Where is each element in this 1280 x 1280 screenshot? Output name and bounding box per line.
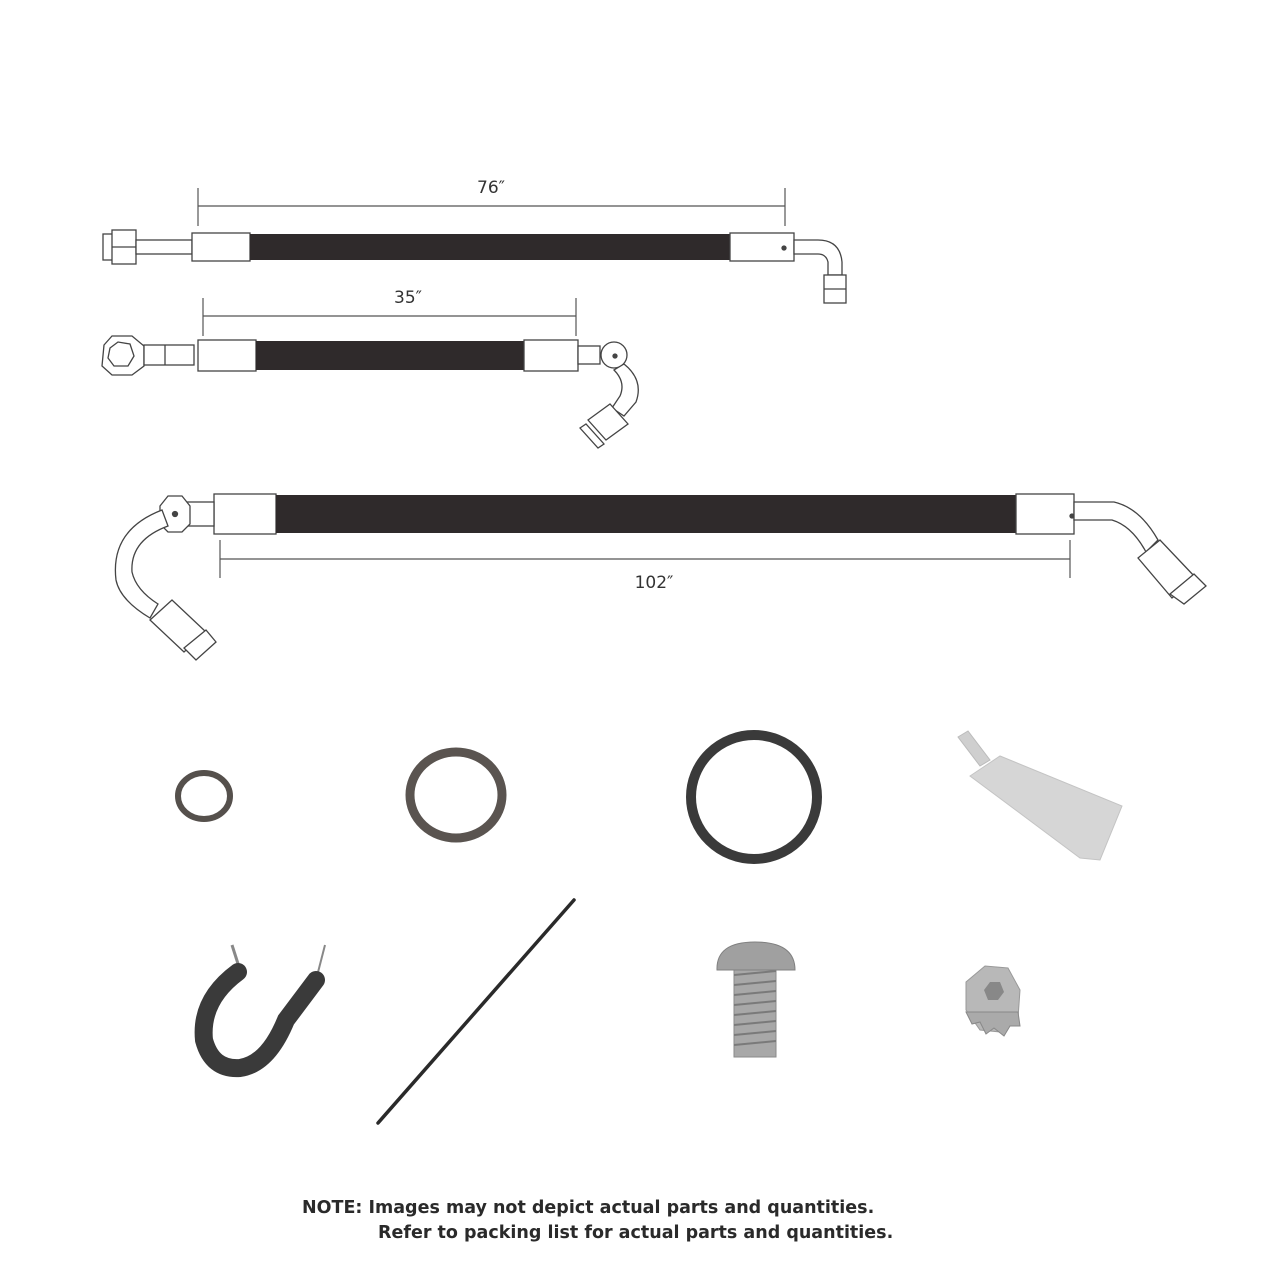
- note-line-1: NOTE: Images may not depict actual parts…: [302, 1198, 875, 1218]
- hose-102-assembly: 102″: [114, 493, 1207, 661]
- elbow-fitting-right: [523, 339, 639, 449]
- elbow-fitting-left: [114, 493, 277, 661]
- dimension-35: [202, 298, 577, 336]
- cable-tie-icon: [376, 898, 576, 1125]
- straight-fitting-left: [102, 229, 251, 265]
- dimension-label-35: 35″: [394, 288, 422, 308]
- dimension-label-102: 102″: [635, 573, 674, 593]
- lubricant-tube-icon: [957, 730, 1123, 861]
- elbow-fitting-right: [729, 232, 847, 304]
- hose-102-body: [276, 495, 1016, 533]
- note-line-2: Refer to packing list for actual parts a…: [378, 1223, 894, 1243]
- dimension-76: [197, 188, 786, 226]
- dimension-102: [219, 540, 1071, 578]
- large-o-ring-icon: [686, 730, 822, 864]
- hose-76-assembly: 76″: [102, 178, 847, 304]
- rubber-clamp-icon: [194, 944, 326, 1078]
- small-o-ring-icon: [175, 770, 233, 822]
- dimension-label-76: 76″: [477, 178, 505, 198]
- hose-35-assembly: 35″: [101, 288, 639, 449]
- swivel-fitting-left: [101, 335, 257, 376]
- screw-icon: [716, 941, 796, 1058]
- elbow-fitting-right: [1015, 493, 1207, 605]
- hose-35-body: [256, 341, 524, 370]
- lock-nut-icon: [965, 965, 1021, 1037]
- hose-76-body: [250, 234, 730, 260]
- disclaimer-note: NOTE: Images may not depict actual parts…: [302, 1196, 893, 1246]
- medium-o-ring-icon: [405, 747, 507, 843]
